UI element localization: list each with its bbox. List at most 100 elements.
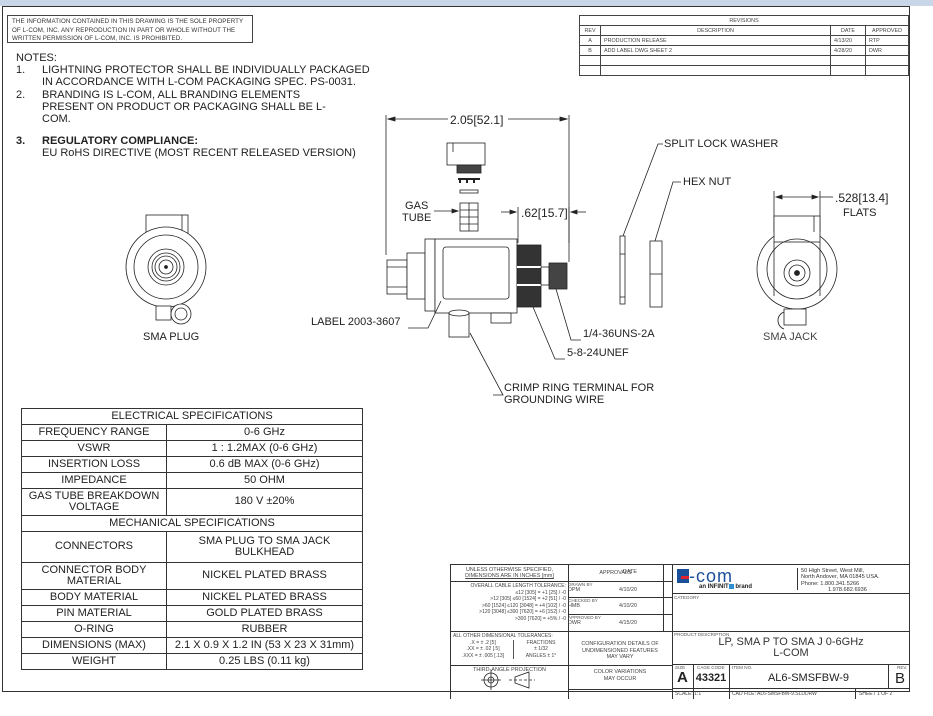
- dim-thread-length: .62[15.7]: [521, 206, 568, 220]
- dim-flats: .528[13.4]: [835, 191, 889, 205]
- spec-value: RUBBER: [166, 621, 363, 638]
- callout-crimp-ring: CRIMP RING TERMINAL FOR GROUNDING WIRE: [504, 382, 654, 406]
- tagline-text: an INFINIT: [699, 584, 729, 591]
- cable-tolerance-title: OVERALL CABLE LENGTH TOLERANCE:: [470, 583, 567, 589]
- spec-value: 1 : 1.2MAX (0-6 GHz): [166, 440, 363, 457]
- cable-tolerance: >60 [1524] ≤120 [3048] = +4 [102] / -0: [481, 602, 566, 609]
- product-description-line: LP, SMA P TO SMA J 0-6GHz: [718, 636, 864, 648]
- note-text: BRANDING IS L-COM, ALL BRANDING ELEMENTS…: [42, 88, 326, 126]
- cage-code-label: CAGE CODE: [697, 665, 725, 670]
- electrical-specs-title: ELECTRICAL SPECIFICATIONS: [21, 408, 363, 425]
- spec-key: PIN MATERIAL: [21, 605, 167, 622]
- size-value: A: [677, 669, 688, 686]
- callout-text: GAS: [405, 200, 429, 212]
- proprietary-notice: THE INFORMATION CONTAINED IN THIS DRAWIN…: [7, 15, 253, 43]
- dim-value-mm: 52.1: [476, 113, 501, 127]
- spec-value: 180 V ±20%: [166, 488, 363, 516]
- item-no-value: AL6-SMSFBW-9: [767, 672, 850, 684]
- fraction-tolerance: FRACTIONS: [526, 639, 556, 646]
- color-note: COLOR VARIATIONS MAY OCCUR: [593, 669, 647, 682]
- revision-row: [579, 65, 909, 76]
- callout-hex-nut: HEX NUT: [683, 176, 732, 188]
- drawing-sheet: THE INFORMATION CONTAINED IN THIS DRAWIN…: [2, 6, 910, 699]
- product-description: LP, SMA P TO SMA J 0-6GHz L-COM: [672, 637, 910, 659]
- spec-key: IMPEDANCE: [21, 472, 167, 489]
- note-number: 3.: [16, 135, 26, 148]
- sma-plug-label: SMA PLUG: [143, 331, 200, 343]
- note-number: 2.: [16, 88, 26, 101]
- approval-date: 4/15/20: [619, 620, 637, 626]
- note-number: 1.: [16, 64, 26, 77]
- tagline-text: brand: [733, 584, 753, 591]
- tolerance-header-line: DIMENSIONS ARE IN INCHES [mm]: [465, 573, 554, 579]
- approval-row-drawn: DRAWN BY DPM: [568, 582, 672, 593]
- infinite-square-icon: [728, 584, 734, 589]
- spec-key: CONNECTOR BODY MATERIAL: [21, 562, 167, 590]
- dimensional-tolerances: ALL OTHER DIMENSIONAL TOLERANCES: .X = ±…: [453, 633, 568, 659]
- spec-key: GAS TUBE BREAKDOWN VOLTAGE: [21, 488, 167, 516]
- callout-label: LABEL 2003-3607: [311, 316, 401, 328]
- cable-tolerance: >300 [7620] = +5% / -0: [514, 615, 566, 622]
- category-label: CATEGORY: [674, 595, 700, 600]
- approval-name: DWR: [568, 620, 581, 626]
- technical-drawing: [125, 115, 838, 690]
- company-address: 50 High Street, West Mill, North Andover…: [801, 568, 909, 593]
- fraction-tolerance: ANGLES ± 1°: [525, 652, 557, 659]
- logo-l-mark: [677, 569, 689, 583]
- spec-value: NICKEL PLATED BRASS: [166, 562, 363, 590]
- third-angle-projection-icon: [481, 670, 535, 690]
- projection-label: THIRD-ANGLE PROJECTION: [473, 667, 546, 673]
- dim-value-mm: 13.4: [861, 191, 886, 205]
- callout-split-lock-washer: SPLIT LOCK WASHER: [664, 138, 779, 150]
- spec-key: VSWR: [21, 440, 167, 457]
- note-item: 2. BRANDING IS L-COM, ALL BRANDING ELEME…: [16, 89, 372, 126]
- address-line: 50 High Street, West Mill,: [801, 568, 865, 574]
- viewer-top-strip: [0, 0, 933, 6]
- washer-and-nut: [619, 143, 681, 308]
- note-text: EU RoHS DIRECTIVE (MOST RECENT RELEASED …: [42, 147, 356, 160]
- product-description-line: L-COM: [773, 647, 809, 659]
- product-description-label: PRODUCT DESCRIPTION: [674, 632, 730, 637]
- dim-overall-length: 2.05[52.1]: [450, 113, 504, 127]
- callout-text: CRIMP RING TERMINAL FOR: [504, 382, 655, 394]
- spec-key: DIMENSIONS (MAX): [21, 637, 167, 654]
- approval-name: DPM: [568, 587, 580, 593]
- specifications-table: ELECTRICAL SPECIFICATIONS FREQUENCY RANG…: [21, 408, 363, 670]
- scale: SCALE: 1:1: [675, 691, 702, 697]
- notes-heading: NOTES:: [16, 52, 57, 64]
- approval-row-approved: APPROVED BY DWR: [568, 615, 672, 626]
- logo-wordmark: -com: [689, 566, 733, 586]
- approval-role: DRAWN BY: [568, 582, 593, 587]
- dim-tolerance: .X = ± .2 [5]: [470, 639, 496, 646]
- address-line: North Andover, MA 01845 USA.: [801, 574, 880, 581]
- spec-value: GOLD PLATED BRASS: [166, 605, 363, 622]
- size-label: SIZE: [675, 665, 686, 670]
- approval-name: HMB: [568, 603, 580, 609]
- title-block: UNLESS OTHERWISE SPECIFIED, DIMENSIONS A…: [450, 564, 910, 699]
- callout-thread-2: 5-8-24UNEF: [567, 347, 629, 359]
- note-title: REGULATORY COMPLIANCE:: [42, 135, 199, 148]
- spec-key: WEIGHT: [21, 653, 167, 670]
- dim-tolerance: .XX = ± .02 [.5]: [466, 646, 500, 652]
- spec-key: O-RING: [21, 621, 167, 638]
- approval-role: CHECKED BY: [568, 598, 598, 603]
- dim-value: .528: [835, 191, 859, 205]
- spec-key: CONNECTORS: [21, 531, 167, 563]
- dim-flats-label: FLATS: [843, 207, 877, 219]
- cad-file: CAD FILE: AL6-SMSFBW-9.SLDDRW: [732, 691, 817, 697]
- callout-text: TUBE: [402, 212, 432, 224]
- approvals-date-header: DATE: [623, 569, 637, 575]
- tolerance-header: UNLESS OTHERWISE SPECIFIED, DIMENSIONS A…: [451, 567, 568, 579]
- lcom-logo: -com an INFINIT brand: [677, 566, 795, 592]
- approval-date: 4/10/20: [619, 603, 637, 609]
- cable-length-tolerances: OVERALL CABLE LENGTH TOLERANCE: ≤12 [305…: [454, 583, 567, 622]
- address-line: 1.978.682.6936: [828, 586, 867, 593]
- cage-code-value: 43321: [695, 672, 727, 684]
